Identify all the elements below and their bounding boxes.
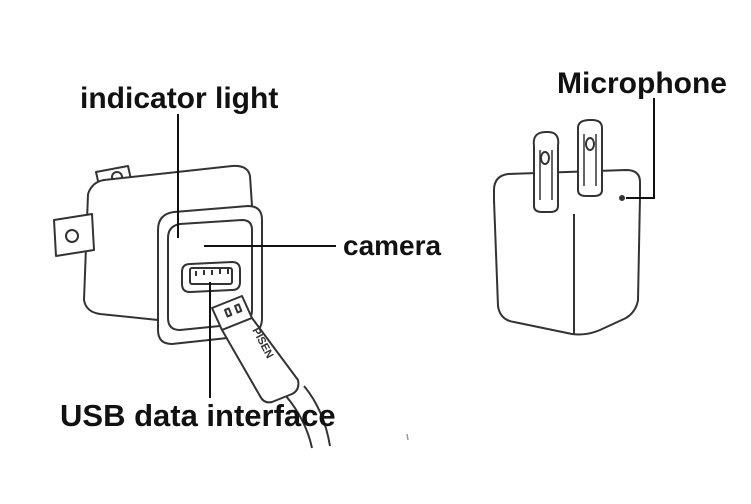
left-cube-side xyxy=(83,193,159,321)
camera-label: camera xyxy=(343,230,442,261)
left-cube-top xyxy=(87,164,253,207)
stray-mark xyxy=(406,433,409,441)
right-prong-left-hole xyxy=(540,151,550,165)
left-cube-front-inner xyxy=(167,219,253,331)
right-prong-right-hole xyxy=(585,137,595,151)
usb-cable xyxy=(285,385,331,449)
microphone-label: Microphone xyxy=(557,67,727,100)
right-prong-right xyxy=(577,119,603,197)
right-leader-lines xyxy=(626,98,655,199)
left-leader-lines xyxy=(177,114,336,398)
right-prong-left xyxy=(532,131,560,213)
usb-data-interface-label: USB data interface xyxy=(60,398,336,433)
microphone-leader-line xyxy=(626,98,655,199)
right-cube-body xyxy=(493,195,641,336)
microphone-hole xyxy=(619,195,625,201)
left-prong-front xyxy=(53,213,95,257)
usb-plug-body xyxy=(221,317,300,404)
left-charger-device xyxy=(53,164,331,449)
indicator-light-label: indicator light xyxy=(80,82,279,115)
right-charger-device xyxy=(493,119,641,336)
left-prong-front-hole xyxy=(65,229,79,243)
